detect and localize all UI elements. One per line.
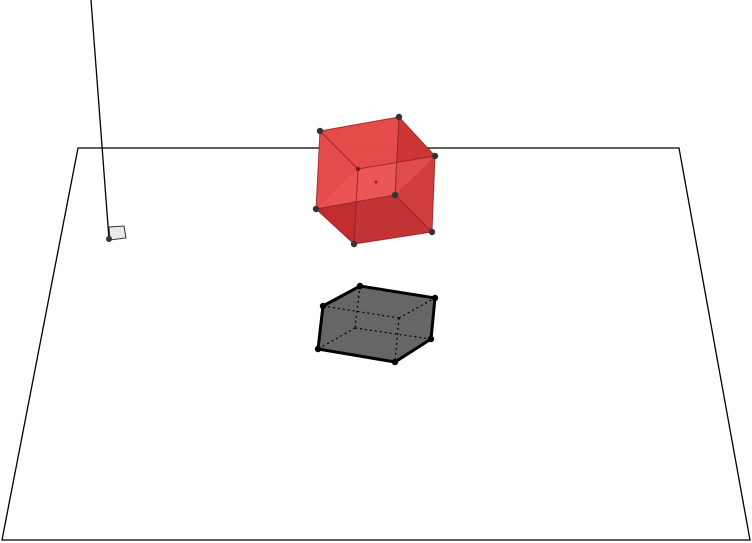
cube-shadow[interactable]: [314, 282, 439, 366]
cube-center-point[interactable]: [374, 180, 378, 184]
line-foot-point[interactable]: [106, 236, 112, 242]
right-angle-marker: [108, 225, 127, 241]
light-ray-line[interactable]: [90, 0, 110, 240]
shadow-hidden-edges: [317, 285, 436, 363]
cube[interactable]: [312, 113, 439, 248]
shadow-vertices[interactable]: [314, 282, 439, 366]
cube-edges: [315, 116, 436, 245]
cube-vertices[interactable]: [312, 113, 439, 248]
cube-bottom-face: [316, 195, 432, 244]
